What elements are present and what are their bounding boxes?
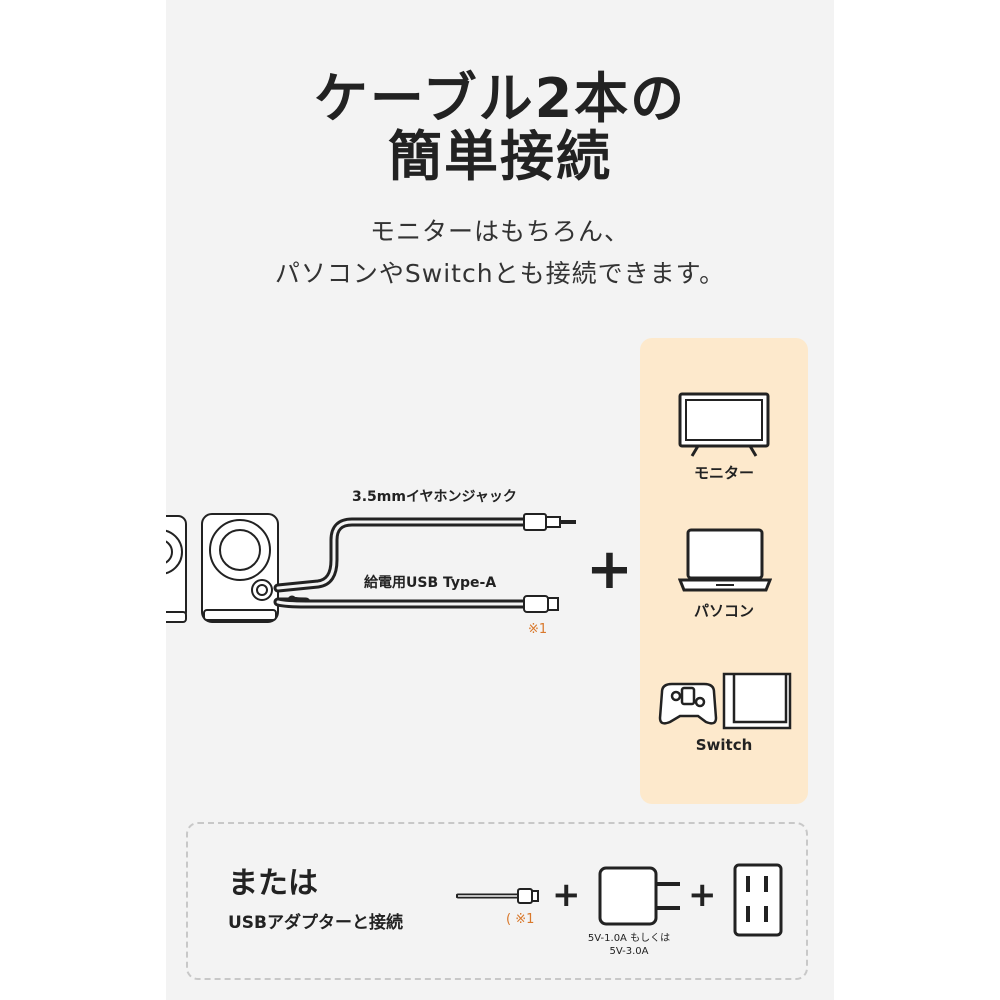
pc-label: パソコン	[693, 602, 754, 620]
subtitle-line2: パソコンやSwitchとも接続できます。	[274, 259, 726, 288]
subtitle-line1: モニターはもちろん、	[369, 217, 630, 246]
right-speaker-icon	[201, 513, 279, 623]
usb-adapter-icon	[598, 866, 680, 926]
plus-icon-small-1: +	[552, 875, 581, 915]
usb-cable-icon	[456, 888, 539, 904]
usb-plug-icon	[523, 595, 559, 613]
switch-label: Switch	[695, 736, 753, 754]
alt-cable-note: ( ※1	[506, 912, 535, 927]
alt-title: または	[228, 866, 318, 901]
page-title-line2: 簡単接続	[388, 125, 612, 188]
adapter-spec-line2: 5V-3.0A	[609, 946, 649, 957]
audio-jack-label: 3.5mmイヤホンジャック	[352, 489, 517, 505]
speaker-illustration	[166, 513, 576, 623]
plus-icon: +	[586, 537, 633, 602]
laptop-icon	[678, 528, 772, 592]
plus-icon-small-2: +	[688, 875, 717, 915]
adapter-spec-line1: 5V-1.0A もしくは	[587, 933, 671, 944]
device-card: モニター パソコン Switch	[640, 338, 808, 804]
monitor-label: モニター	[693, 464, 754, 482]
page-title-line1: ケーブル2本の	[313, 67, 687, 130]
audio-jack-plug-icon	[523, 513, 576, 531]
usb-note: ※1	[528, 622, 548, 637]
switch-console-icon	[658, 672, 792, 730]
left-speaker-icon	[166, 515, 187, 623]
wall-outlet-icon	[733, 863, 783, 937]
monitor-icon	[678, 392, 770, 457]
usb-cable-label: 給電用USB Type-A	[364, 575, 497, 591]
adapter-spec: 5V-1.0A もしくは 5V-3.0A	[574, 932, 684, 958]
usb-adapter-option-box: または USBアダプターと接続 ( ※1 + 5V-1.0A もしくは 5V-3…	[186, 822, 808, 980]
alt-subtitle: USBアダプターと接続	[228, 913, 404, 933]
